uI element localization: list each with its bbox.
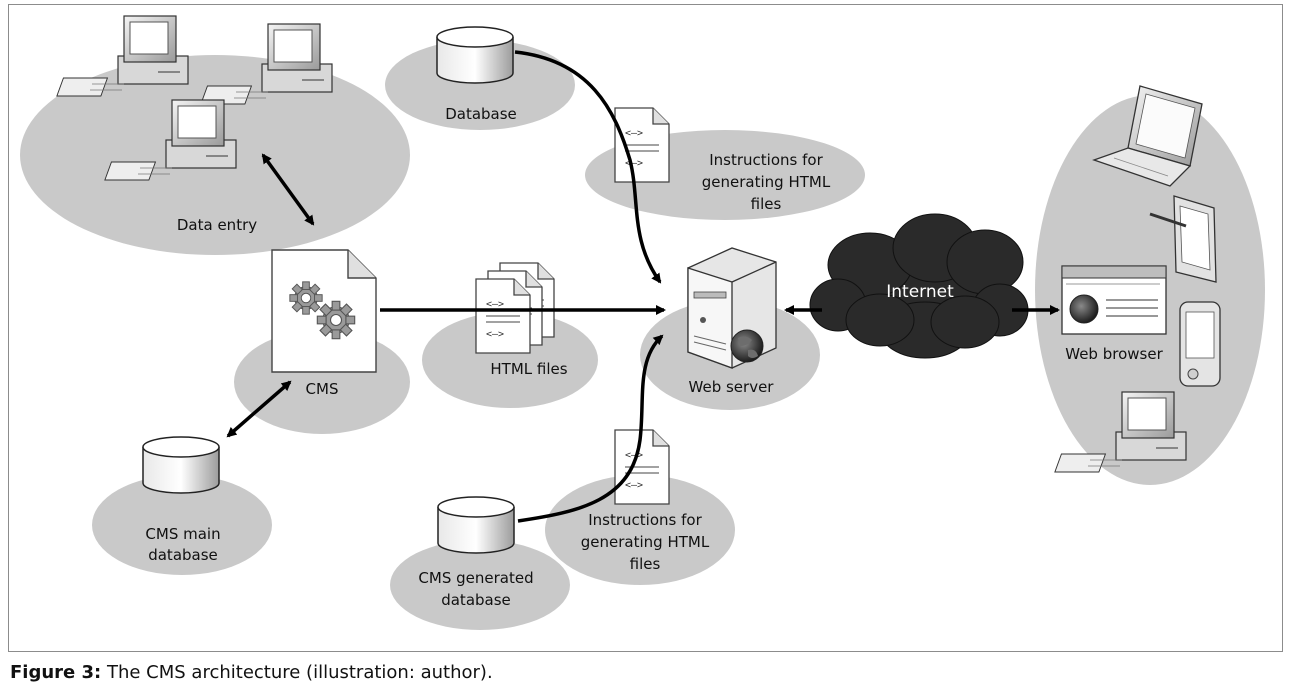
label-web-browser: Web browser bbox=[1065, 345, 1163, 363]
html-files-icon bbox=[475, 262, 555, 354]
label-data-entry: Data entry bbox=[177, 216, 257, 234]
label-internet: Internet bbox=[886, 282, 954, 302]
globe-icon bbox=[730, 329, 764, 363]
gear-icon bbox=[316, 300, 356, 340]
caption-text: The CMS architecture (illustration: auth… bbox=[101, 662, 493, 683]
label-cms-main-db-line2: database bbox=[148, 546, 218, 564]
label-html-files: HTML files bbox=[490, 360, 567, 378]
cms-document-icon bbox=[271, 249, 377, 373]
tablet-icon bbox=[1149, 195, 1217, 283]
pda-icon bbox=[1179, 301, 1221, 387]
figure-caption: Figure 3: The CMS architecture (illustra… bbox=[10, 662, 493, 683]
label-instructions-bottom-line1: Instructions for bbox=[588, 511, 702, 529]
database-icon bbox=[437, 496, 515, 554]
connectors bbox=[226, 50, 1060, 523]
label-cms-generated-db-line1: CMS generated bbox=[418, 569, 533, 587]
arrow-cms-main-db bbox=[226, 380, 292, 438]
label-instructions-bottom-line3: files bbox=[630, 555, 661, 573]
internet-cloud-icon bbox=[809, 213, 1029, 359]
curve-database-to-webserver bbox=[514, 50, 662, 284]
label-instructions-top-line1: Instructions for bbox=[709, 151, 823, 169]
web-browser-window-icon bbox=[1061, 265, 1167, 335]
label-cms-main-db-line1: CMS main bbox=[145, 525, 220, 543]
curve-generated-db-to-webserver bbox=[517, 334, 664, 523]
caption-prefix: Figure 3: bbox=[10, 662, 102, 683]
blob-cms-main-db bbox=[92, 475, 272, 575]
label-web-server: Web server bbox=[689, 378, 775, 396]
label-instructions-top-line2: generating HTML bbox=[702, 173, 831, 191]
label-instructions-bottom-line2: generating HTML bbox=[581, 533, 710, 551]
blob-database bbox=[385, 40, 575, 130]
cms-architecture-diagram: <—> <—> bbox=[20, 15, 1265, 630]
label-instructions-top-line3: files bbox=[751, 195, 782, 213]
database-icon bbox=[142, 436, 220, 494]
computer-icon bbox=[56, 15, 189, 97]
instructions-document-icon bbox=[614, 107, 670, 183]
instructions-document-icon bbox=[614, 429, 670, 505]
laptop-icon bbox=[1092, 85, 1203, 187]
label-cms-generated-db-line2: database bbox=[441, 591, 511, 609]
label-cms: CMS bbox=[306, 380, 339, 398]
label-database: Database bbox=[445, 105, 517, 123]
arrow-data-entry-cms bbox=[261, 153, 315, 226]
figure-frame bbox=[8, 4, 1283, 652]
database-icon bbox=[436, 26, 514, 84]
gear-icon bbox=[289, 281, 323, 315]
blob-cms-generated-db bbox=[390, 540, 570, 630]
